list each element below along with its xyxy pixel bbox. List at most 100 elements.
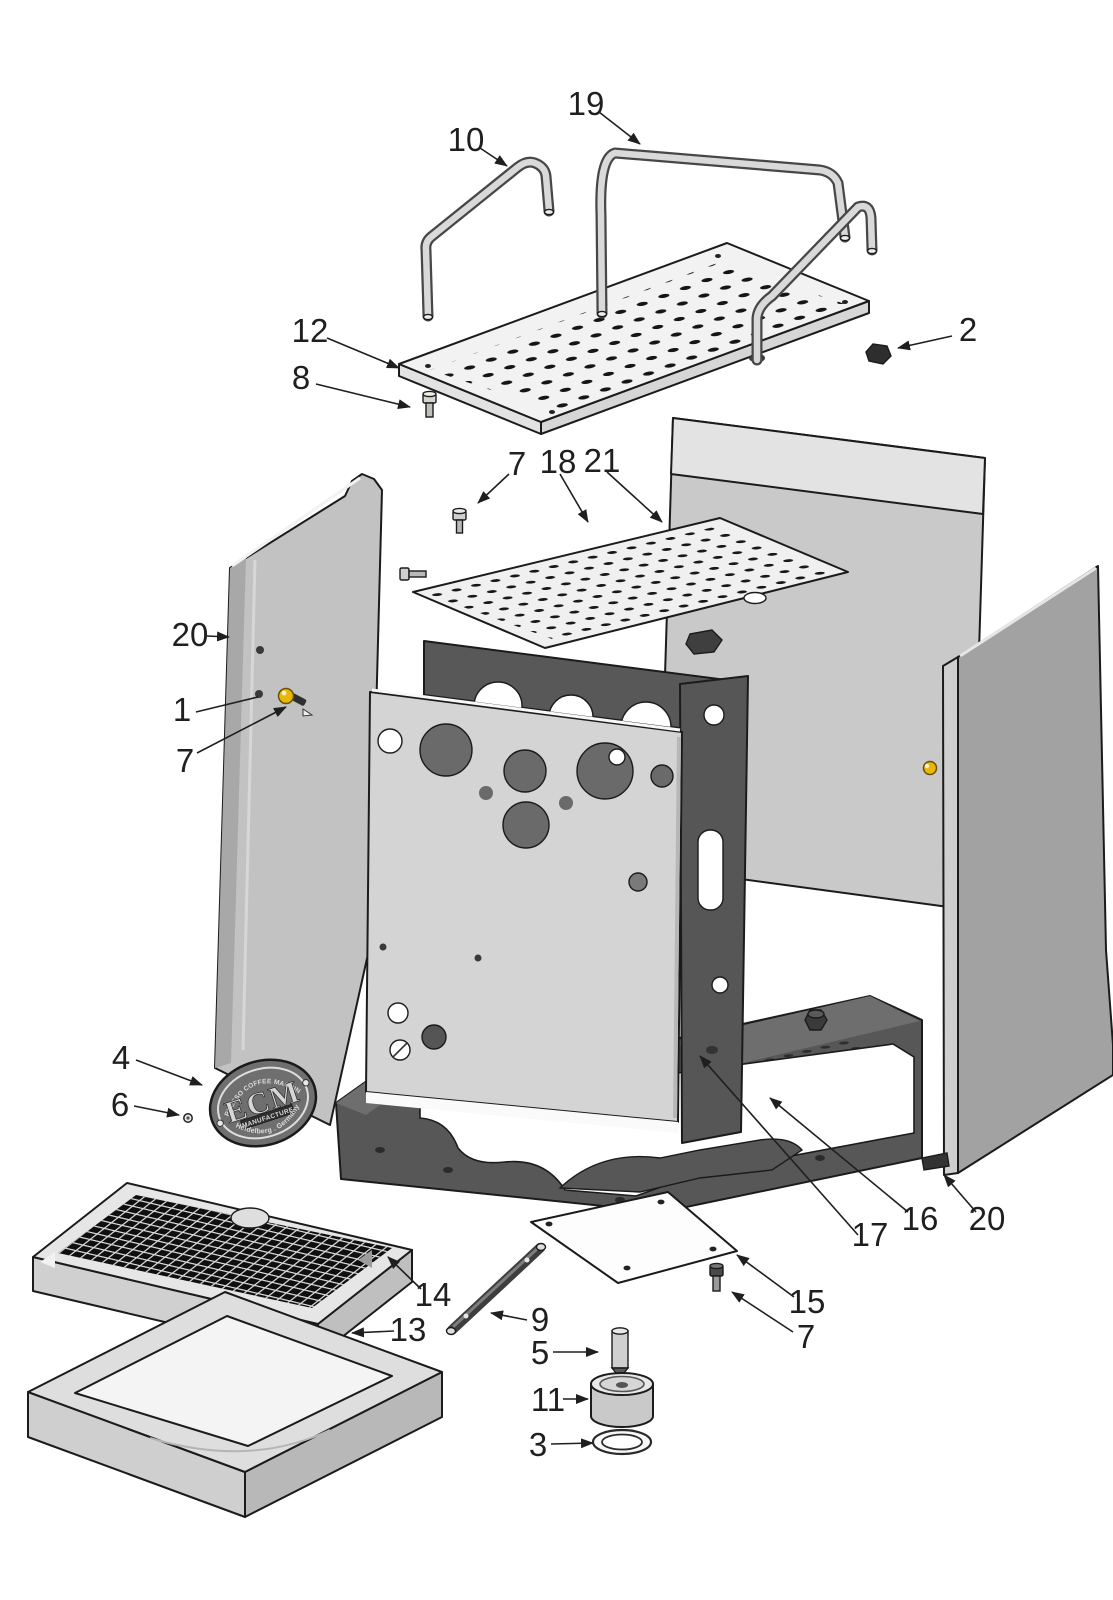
svg-text:15: 15 — [789, 1283, 826, 1320]
svg-text:8: 8 — [292, 359, 310, 396]
svg-text:7: 7 — [797, 1318, 815, 1355]
strip-hole — [463, 1313, 469, 1319]
svg-text:3: 3 — [529, 1426, 547, 1463]
svg-text:19: 19 — [568, 85, 605, 122]
drip-tray-basin — [74, 1315, 393, 1447]
callout-8: 8 — [292, 359, 411, 410]
panel-hole — [387, 1002, 409, 1024]
svg-text:5: 5 — [531, 1334, 549, 1371]
panel-hole-small — [474, 954, 482, 962]
svg-text:2: 2 — [959, 311, 977, 348]
svg-text:20: 20 — [969, 1200, 1006, 1237]
panel-hole — [377, 728, 403, 754]
strip-end — [445, 1326, 457, 1336]
tube-end-cap — [543, 208, 555, 216]
cup-rail-rear — [595, 147, 851, 319]
base-hex-nut — [804, 1009, 828, 1031]
panel-hole — [628, 872, 648, 892]
panel-hole — [256, 646, 264, 654]
svg-text:9: 9 — [531, 1301, 549, 1338]
tube-end-cap — [866, 247, 878, 255]
callout-5: 5 — [531, 1334, 599, 1371]
trim-strip — [445, 1242, 547, 1336]
callout-7-grommet: 7 — [176, 706, 287, 779]
rubber-foot-small — [865, 343, 892, 365]
panel-hole — [421, 1024, 447, 1050]
rail-stud — [685, 629, 723, 655]
svg-text:7: 7 — [176, 742, 194, 779]
left-side-panel — [214, 473, 383, 1126]
screw-7-bottom — [709, 1262, 724, 1292]
panel-hole-small — [379, 943, 387, 951]
plate-hole — [545, 1221, 553, 1227]
handle-left — [420, 156, 555, 322]
front-panel — [365, 688, 683, 1133]
callout-7-shelf: 7 — [477, 445, 526, 504]
callout-13: 13 — [351, 1311, 426, 1348]
base-slot — [815, 1155, 825, 1161]
grommet-gold-left — [277, 687, 295, 705]
callout-2: 2 — [897, 311, 977, 351]
front-panel-right-shade — [673, 736, 681, 1119]
panel-hole — [559, 796, 573, 810]
base-tongue — [558, 1138, 804, 1193]
callout-9: 9 — [490, 1301, 549, 1338]
strip-hole — [524, 1257, 530, 1263]
cup-rail-right — [751, 200, 878, 366]
callout-20-left: 20 — [172, 616, 230, 653]
svg-text:11: 11 — [531, 1381, 565, 1418]
callout-16: 16 — [769, 1097, 939, 1237]
callout-19: 19 — [568, 85, 641, 145]
svg-text:4: 4 — [112, 1039, 130, 1076]
callout-7-bottom: 7 — [731, 1291, 815, 1355]
svg-text:7: 7 — [508, 445, 526, 482]
grommet-gold-right — [922, 760, 938, 776]
svg-text:17: 17 — [852, 1216, 889, 1253]
base-slot — [375, 1147, 385, 1153]
bottom-plate — [530, 1191, 738, 1284]
column-hole — [706, 1046, 718, 1054]
panel-hole-large — [419, 723, 473, 777]
callout-21: 21 — [584, 442, 663, 523]
plate-hole — [709, 1246, 717, 1252]
svg-text:21: 21 — [584, 442, 621, 479]
badge-banner — [240, 1103, 295, 1130]
callout-11: 11 — [531, 1381, 589, 1418]
shelf-hole — [743, 591, 767, 605]
screw-7-shelf — [452, 507, 467, 534]
right-panel-highlight — [959, 566, 1097, 658]
tube-end-cap — [422, 313, 434, 321]
panel-hole-large — [503, 749, 547, 793]
callout-12: 12 — [292, 312, 400, 369]
tube-end-cap — [839, 234, 851, 242]
callout-10: 10 — [448, 121, 508, 167]
svg-text:10: 10 — [448, 121, 485, 158]
tray-corner-hole — [842, 300, 848, 304]
grate-grid — [58, 1195, 392, 1308]
panel-hole-large — [576, 742, 634, 800]
panel-hole — [608, 748, 626, 766]
panel-hole — [255, 690, 263, 698]
svg-text:1: 1 — [173, 691, 191, 728]
foot-center-hole — [616, 1382, 628, 1388]
grommet-highlight — [924, 763, 930, 769]
screw-8 — [422, 390, 437, 418]
back-panel-top-band — [670, 417, 986, 515]
tray-corner-hole — [715, 254, 721, 258]
tray-corner-hole — [549, 410, 555, 414]
tray-corner-hole — [425, 364, 431, 368]
base-slot — [443, 1167, 453, 1173]
front-panel-top-highlight — [371, 688, 681, 732]
badge-hole — [216, 1119, 224, 1127]
inner-frame-column — [679, 675, 749, 1144]
panel-hole — [479, 786, 493, 800]
svg-text:20: 20 — [172, 616, 209, 653]
left-panel-fold-line — [241, 559, 257, 1051]
grate-notch — [358, 1250, 372, 1268]
right-panel-foot-tab — [921, 1152, 950, 1171]
svg-text:16: 16 — [902, 1200, 939, 1237]
callout-18: 18 — [540, 443, 589, 523]
foot-stem — [610, 1327, 630, 1380]
strip-end — [535, 1242, 547, 1252]
badge-hole — [302, 1079, 310, 1087]
